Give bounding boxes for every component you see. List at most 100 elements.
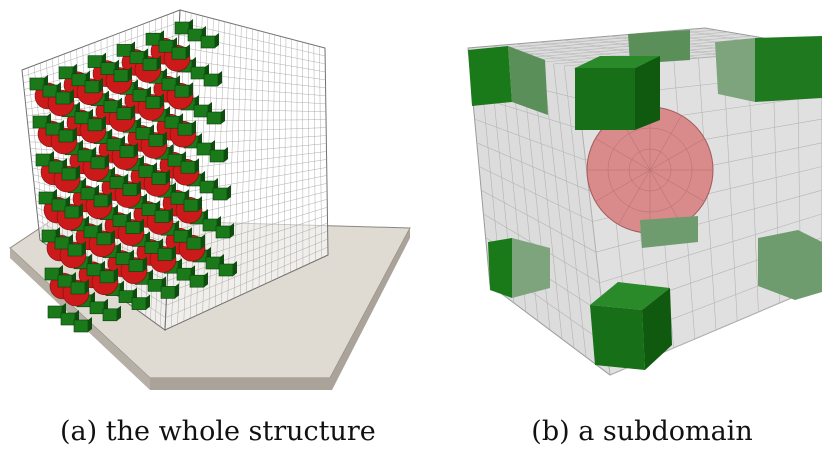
- green-block-side: [201, 234, 205, 250]
- green-block: [203, 73, 219, 87]
- green-block-side: [117, 305, 121, 321]
- mesh-line-right: [277, 36, 281, 279]
- green-block: [193, 104, 209, 118]
- green-block: [147, 279, 163, 292]
- green-block: [122, 183, 138, 196]
- green-block-side: [160, 93, 164, 109]
- green-block: [142, 58, 158, 71]
- green-block: [87, 55, 103, 68]
- green-block: [58, 66, 74, 80]
- green-block: [64, 205, 80, 219]
- mesh-line-right: [165, 246, 328, 318]
- green-block: [35, 153, 51, 167]
- green-block: [170, 191, 186, 205]
- mesh-line-right: [166, 238, 328, 306]
- green-block: [128, 259, 144, 272]
- mesh-line-right: [265, 33, 270, 284]
- green-block: [116, 44, 132, 57]
- sphere-facet-ring: [628, 148, 672, 192]
- green-block: [125, 221, 141, 234]
- green-block: [167, 153, 183, 167]
- corner-block-back-bottom-right: [758, 230, 822, 300]
- green-block-side: [79, 203, 83, 218]
- sphere-facet-line: [649, 115, 682, 171]
- subdomain-panel: [467, 27, 822, 376]
- green-block: [199, 180, 215, 194]
- green-block-side: [73, 127, 77, 142]
- green-block-side: [157, 55, 161, 71]
- green-block: [161, 77, 177, 91]
- green-block-side: [140, 218, 144, 234]
- caption-subdomain: (b) a subdomain: [492, 416, 792, 447]
- mesh-line-right: [308, 43, 310, 264]
- caption-whole-structure: (a) the whole structure: [60, 416, 376, 447]
- green-block: [112, 214, 128, 227]
- green-block: [129, 51, 145, 64]
- unit-cells: [29, 19, 237, 333]
- green-block: [48, 160, 64, 174]
- green-block: [67, 243, 83, 257]
- green-block: [176, 267, 192, 281]
- green-block: [154, 210, 170, 223]
- green-block: [189, 274, 205, 288]
- green-block-side: [108, 191, 112, 207]
- green-block: [100, 62, 116, 75]
- green-block-side: [198, 196, 202, 212]
- green-block: [58, 129, 74, 143]
- green-block-side: [76, 165, 80, 180]
- green-block-side: [166, 169, 170, 185]
- green-block-side: [128, 66, 132, 82]
- grid-line-left: [553, 63, 587, 358]
- corner-block-front-top: [575, 56, 660, 130]
- green-block: [212, 187, 228, 201]
- green-block: [41, 229, 57, 243]
- block-behind-sphere: [640, 216, 698, 248]
- green-block: [145, 96, 161, 109]
- green-block: [135, 127, 151, 140]
- grid-line-left: [542, 61, 575, 349]
- green-block: [70, 281, 86, 295]
- mesh-line-right: [169, 191, 328, 232]
- base-plate-front: [10, 248, 150, 390]
- grid-line-front: [722, 55, 738, 322]
- caption-label: (b): [531, 416, 570, 447]
- green-block-side: [146, 294, 150, 310]
- corner-block-back-top-middle: [628, 30, 690, 64]
- sphere-facet-line: [595, 138, 651, 171]
- green-block: [93, 194, 109, 208]
- green-block-side: [204, 272, 208, 288]
- green-block: [89, 301, 105, 315]
- green-block: [74, 111, 90, 125]
- sphere-facet-line: [649, 169, 705, 202]
- green-block-side: [85, 279, 89, 294]
- green-block: [132, 89, 148, 102]
- green-block: [119, 145, 135, 158]
- green-block: [38, 191, 54, 205]
- green-block: [57, 274, 73, 288]
- green-block: [171, 46, 187, 60]
- green-block-side: [131, 104, 135, 120]
- green-block: [106, 138, 122, 151]
- grid-line-left: [478, 166, 593, 222]
- green-block: [29, 77, 45, 91]
- green-block: [116, 107, 132, 120]
- green-block: [103, 100, 119, 113]
- grid-line-left: [481, 189, 597, 253]
- green-block: [186, 236, 202, 250]
- green-block-side: [224, 147, 228, 162]
- green-block: [144, 241, 160, 254]
- mesh-line-right: [283, 37, 287, 276]
- green-block: [173, 229, 189, 243]
- green-block-side: [134, 142, 138, 158]
- caption-text: a subdomain: [578, 416, 753, 447]
- green-block: [42, 84, 58, 98]
- sphere-facet-line: [649, 138, 705, 171]
- whole-structure-panel: [9, 9, 411, 390]
- green-block: [73, 319, 89, 333]
- mesh-line-right: [319, 46, 322, 258]
- green-block: [102, 308, 118, 322]
- green-block: [196, 142, 212, 156]
- green-block: [99, 270, 115, 284]
- green-block: [32, 115, 48, 129]
